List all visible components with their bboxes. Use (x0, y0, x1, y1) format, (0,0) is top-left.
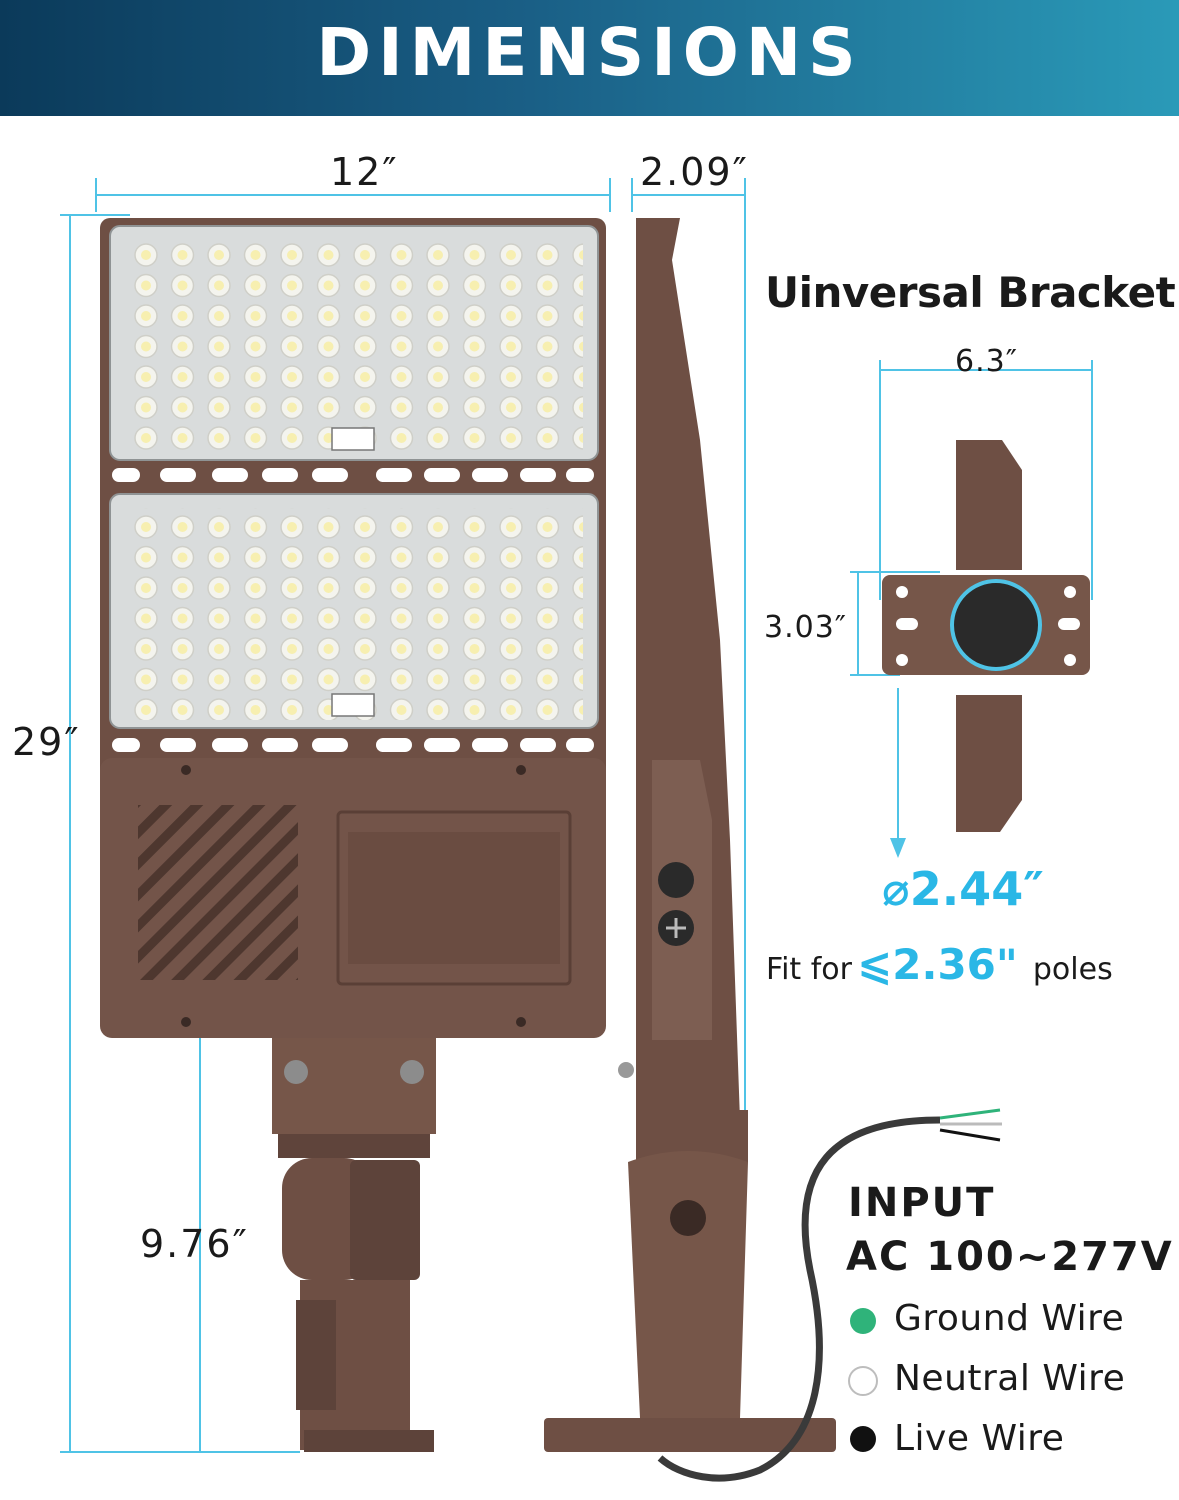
ground-wire-dot (850, 1308, 876, 1334)
dimension-lines (60, 178, 1093, 1453)
input-heading: INPUT (848, 1180, 996, 1226)
less-equal-icon: ⩽ (857, 940, 893, 989)
bracket-width-dimension: 6.3″ (955, 344, 1018, 379)
bracket-drop-dimension: 9.76″ (140, 1222, 249, 1266)
live-wire-dot (850, 1426, 876, 1452)
width-dimension: 12″ (330, 150, 399, 194)
header-banner: DIMENSIONS (0, 0, 1179, 116)
ground-wire-label: Ground Wire (894, 1298, 1125, 1339)
depth-dimension: 2.09″ (640, 150, 749, 194)
neutral-wire-label: Neutral Wire (894, 1358, 1126, 1399)
bracket-illustration (882, 440, 1090, 832)
hole-diameter: ⌀2.44″ (882, 862, 1044, 916)
bracket-height-dimension: 3.03″ (764, 610, 848, 645)
diameter-icon: ⌀ (882, 862, 910, 916)
page-title: DIMENSIONS (316, 14, 863, 91)
input-voltage: AC 100~277V (846, 1234, 1174, 1280)
side-view (544, 218, 836, 1452)
pole-fit-note: Fit for ⩽2.36" poles (766, 940, 1113, 989)
neutral-wire-dot (848, 1366, 878, 1396)
height-dimension: 29″ (12, 720, 81, 764)
bracket-title: Uinversal Bracket (765, 268, 1176, 317)
front-view (100, 218, 606, 1452)
live-wire-label: Live Wire (894, 1418, 1065, 1459)
